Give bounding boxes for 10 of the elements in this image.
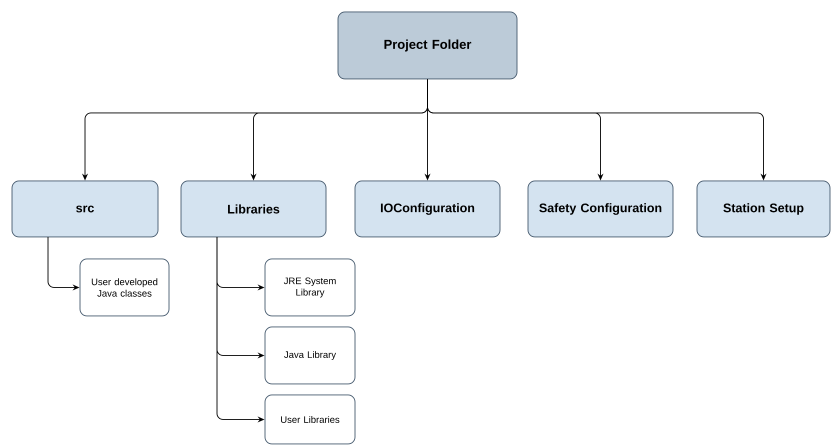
process-box: JRE System Library — [264, 258, 356, 316]
process-box: IOConfiguration — [354, 180, 500, 238]
process-box: User Libraries — [264, 394, 356, 444]
process-box: User developed Java classes — [80, 258, 170, 316]
process-box: Java Library — [264, 326, 356, 384]
process-box: Station Setup — [696, 180, 830, 238]
process-box: Project Folder — [338, 12, 518, 80]
process-box: Safety Configuration — [528, 180, 674, 238]
process-box: Libraries — [180, 180, 326, 238]
process-box: src — [12, 180, 158, 238]
